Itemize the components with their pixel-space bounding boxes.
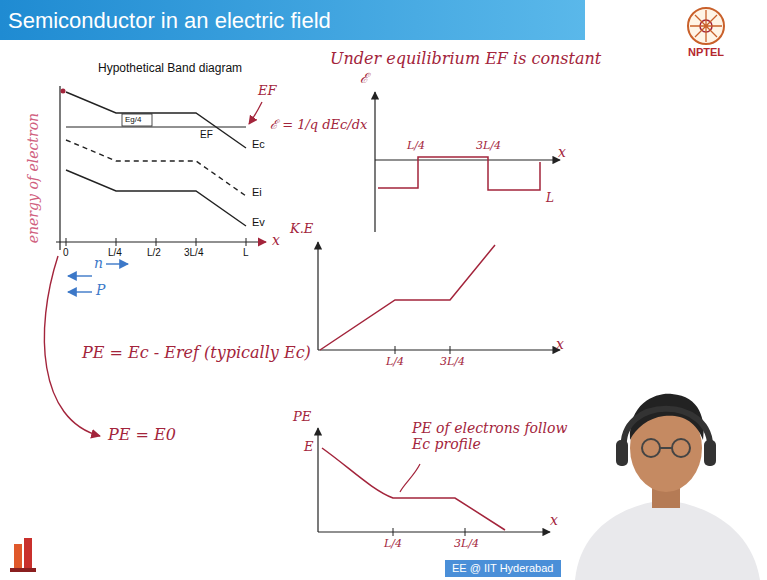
carrier-label: P: [96, 282, 105, 298]
title-bar: [0, 0, 585, 40]
footer-badge: EE @ IIT Hyderabad: [445, 560, 561, 577]
presenter-video: [575, 394, 760, 580]
axis-label: K.E: [290, 222, 313, 237]
note: Under equilibrium EF is constant: [330, 50, 601, 68]
electron-arrow: [106, 263, 128, 264]
axis-ticks: [66, 238, 246, 246]
slide-title: Semiconductor in an electric field: [8, 8, 331, 34]
axis-label: x: [558, 144, 566, 160]
band-diagram: [56, 86, 262, 250]
level-label: Ei: [252, 186, 262, 199]
axis-label: x: [272, 232, 280, 248]
tick-label: L/2: [147, 247, 161, 259]
tick-label: 0: [63, 247, 69, 259]
tick-label: L: [243, 247, 249, 259]
level-label: EF: [200, 129, 213, 141]
valence-band: [66, 170, 246, 226]
ke-graph-axes: [318, 242, 560, 354]
start-dot: [61, 89, 66, 94]
badge-text: EE @ IIT Hyderabad: [452, 562, 554, 574]
axis-label: PE: [293, 410, 311, 425]
fermi-level: [66, 127, 246, 128]
annotation: PE of electrons follow Ec profile: [412, 420, 572, 452]
tick-label: L/4: [384, 538, 402, 551]
gap-label: Eg/4: [125, 115, 141, 124]
tick-label: 3L/4: [184, 247, 203, 259]
tick-label: 3L/4: [454, 538, 479, 551]
tick-label: L: [546, 192, 554, 206]
gap-marker: [122, 114, 152, 126]
pe-curve: [322, 448, 505, 530]
equation: PE = E0: [108, 426, 176, 444]
logo-text: NPTEL: [688, 46, 724, 59]
electron-arrow: [68, 275, 92, 276]
leader-line: [400, 464, 420, 492]
tick-label: L/4: [407, 140, 425, 153]
energy-axis: [59, 86, 60, 250]
leader-line: [249, 102, 262, 124]
position-axis: [56, 241, 262, 242]
axis-label: x: [556, 336, 564, 352]
axis-arrow: [262, 241, 266, 242]
conduction-band: [66, 92, 246, 148]
axis-label: energy of electron: [25, 103, 41, 253]
figure-title: Hypothetical Band diagram: [98, 62, 242, 76]
nptel-book-logo: [10, 538, 36, 572]
field-curve: [378, 157, 540, 190]
level-label: EF: [258, 84, 277, 99]
ke-curve: [320, 245, 495, 350]
tick-label: L/4: [386, 356, 404, 369]
carrier-label: n: [94, 255, 103, 271]
field-graph-axes: [375, 92, 560, 232]
level-label: Ev: [252, 216, 265, 229]
hole-arrow: [68, 291, 92, 292]
level-label: Ec: [252, 138, 265, 151]
equation: ℰ = 1/q dEc/dx: [270, 118, 367, 133]
tick-label: 3L/4: [440, 356, 465, 369]
nptel-logo: [688, 8, 724, 44]
axis-label: E: [304, 440, 314, 455]
intrinsic-level: [66, 140, 246, 196]
axis-label: x: [550, 512, 558, 528]
tick-label: L/4: [108, 247, 122, 259]
tick-label: 3L/4: [476, 140, 501, 153]
equation: PE = Ec - Eref (typically Ec): [82, 344, 311, 362]
axis-label: ℰ: [360, 70, 368, 86]
